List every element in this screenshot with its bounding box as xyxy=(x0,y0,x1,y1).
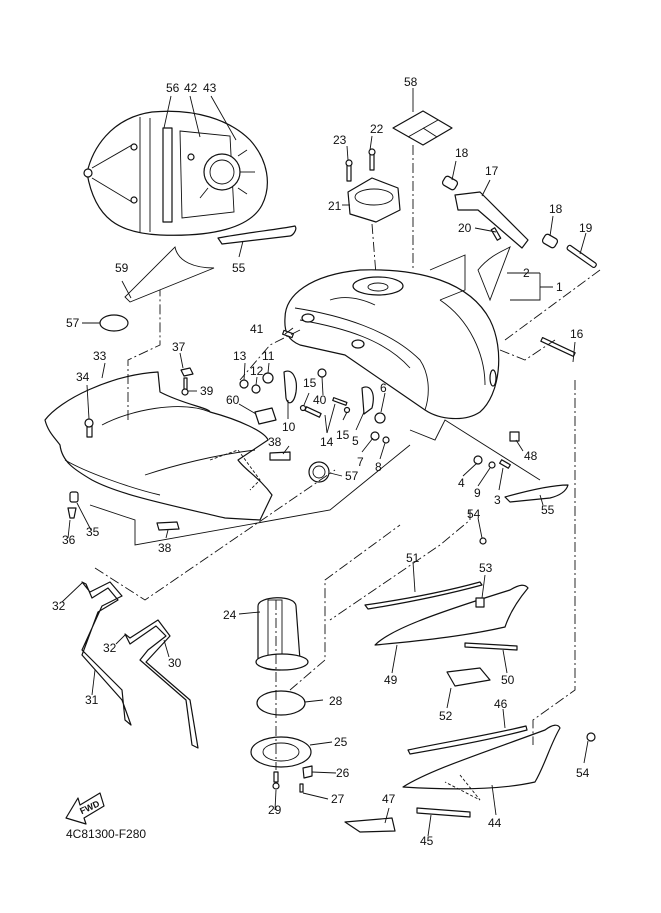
label-45: 45 xyxy=(420,834,434,848)
label-49: 49 xyxy=(384,673,398,687)
part-56-strip xyxy=(162,127,173,223)
label-43: 43 xyxy=(203,81,217,95)
label-52: 52 xyxy=(439,709,453,723)
label-35: 35 xyxy=(86,525,100,539)
label-8: 8 xyxy=(375,460,382,474)
label-33: 33 xyxy=(93,349,107,363)
label-30: 30 xyxy=(168,656,182,670)
fwd-direction-indicator: FWD xyxy=(65,792,105,825)
label-39: 39 xyxy=(200,384,214,398)
part-55-trims xyxy=(217,225,569,503)
diagram-code: 4C81300-F280 xyxy=(66,827,146,841)
label-17: 17 xyxy=(485,164,499,178)
hoses xyxy=(81,469,336,749)
part-48 xyxy=(509,431,520,442)
label-20: 20 xyxy=(458,221,472,235)
part-57-cap xyxy=(99,314,129,332)
part-60 xyxy=(254,407,277,425)
part-33-side-cover xyxy=(44,290,273,521)
label-28: 28 xyxy=(329,694,343,708)
label-48: 48 xyxy=(524,449,538,463)
tank-top-view xyxy=(83,110,268,236)
label-19: 19 xyxy=(579,221,593,235)
label-13: 13 xyxy=(233,349,247,363)
label-54b: 54 xyxy=(576,766,590,780)
label-47: 47 xyxy=(382,792,396,806)
label-29: 29 xyxy=(268,803,282,817)
part-38-a xyxy=(269,451,291,461)
label-50: 50 xyxy=(501,673,515,687)
label-26: 26 xyxy=(336,766,350,780)
leader-lines xyxy=(61,88,589,837)
label-44: 44 xyxy=(488,816,502,830)
label-59: 59 xyxy=(115,261,129,275)
label-55a: 55 xyxy=(232,261,246,275)
label-22: 22 xyxy=(370,122,384,136)
label-9: 9 xyxy=(474,486,481,500)
label-16: 16 xyxy=(570,327,584,341)
label-57b: 57 xyxy=(345,469,359,483)
part-labels: 56 42 43 58 22 23 21 18 17 18 19 20 2 1 … xyxy=(52,75,593,848)
label-27: 27 xyxy=(331,792,345,806)
label-11: 11 xyxy=(262,349,275,363)
label-57a: 57 xyxy=(66,316,80,330)
label-56: 56 xyxy=(166,81,180,95)
fuel-tank xyxy=(284,269,500,420)
label-38a: 38 xyxy=(268,435,282,449)
label-15a: 15 xyxy=(303,376,317,390)
part-28-o-ring xyxy=(256,690,306,716)
label-46: 46 xyxy=(494,697,508,711)
part-59-decal xyxy=(124,246,215,303)
label-10: 10 xyxy=(282,420,296,434)
label-58: 58 xyxy=(404,75,418,89)
label-36: 36 xyxy=(62,533,76,547)
label-32b: 32 xyxy=(103,641,117,655)
label-6: 6 xyxy=(380,381,387,395)
lower-side-cover-49 xyxy=(364,537,529,687)
label-34: 34 xyxy=(76,370,90,384)
reference-lines xyxy=(89,329,576,745)
part-58-label-decal xyxy=(392,110,453,270)
label-60: 60 xyxy=(226,393,240,407)
label-1: 1 xyxy=(556,280,563,294)
label-14: 14 xyxy=(320,435,334,449)
label-38b: 38 xyxy=(158,541,172,555)
lower-cover-44 xyxy=(344,724,596,833)
label-15b: 15 xyxy=(336,428,350,442)
label-54a: 54 xyxy=(467,507,481,521)
label-51: 51 xyxy=(406,551,420,565)
label-40: 40 xyxy=(313,393,327,407)
label-55b: 55 xyxy=(541,503,555,517)
fuel-pump-assembly xyxy=(250,524,401,793)
label-53: 53 xyxy=(479,561,493,575)
label-24: 24 xyxy=(223,608,237,622)
label-37: 37 xyxy=(172,340,186,354)
label-5: 5 xyxy=(352,434,359,448)
label-41: 41 xyxy=(250,322,264,336)
fuel-cap-assembly xyxy=(345,148,401,276)
label-12: 12 xyxy=(250,364,264,378)
label-7: 7 xyxy=(357,455,364,469)
label-18a: 18 xyxy=(455,146,469,160)
small-fasteners-left xyxy=(67,367,291,531)
part-2-knee-pad xyxy=(429,245,511,302)
label-23: 23 xyxy=(333,133,347,147)
label-3: 3 xyxy=(494,493,501,507)
part-38-b xyxy=(156,521,180,531)
label-32a: 32 xyxy=(52,599,66,613)
label-31: 31 xyxy=(85,693,99,707)
damper-assembly xyxy=(441,175,601,341)
label-25: 25 xyxy=(334,735,348,749)
label-21: 21 xyxy=(328,199,342,213)
label-4: 4 xyxy=(458,476,465,490)
label-42: 42 xyxy=(184,81,198,95)
label-18b: 18 xyxy=(549,202,563,216)
part-25-plate xyxy=(250,736,312,768)
part-57-grommet xyxy=(308,461,330,483)
label-2: 2 xyxy=(523,266,530,280)
